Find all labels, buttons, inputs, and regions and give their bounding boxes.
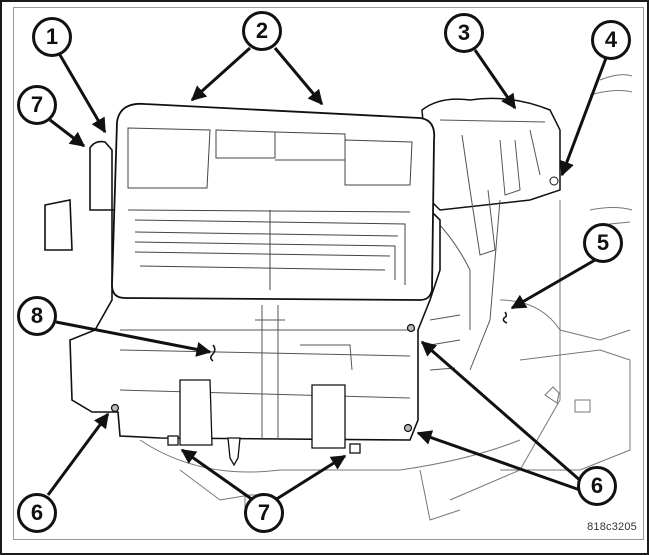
callout-label: 6 [590, 473, 604, 498]
dashboard-background-lines [139, 74, 633, 521]
callout-4: 4 [591, 20, 631, 60]
callout-2: 2 [242, 11, 282, 51]
callout-label: 8 [30, 303, 44, 328]
callout-label: 4 [604, 27, 618, 52]
callout-label: 3 [457, 20, 471, 45]
callout-3: 3 [444, 13, 484, 53]
callout-6-left: 6 [17, 493, 57, 533]
blower-housing-detail [434, 119, 559, 371]
callout-label: 5 [596, 230, 610, 255]
screws [110, 323, 416, 433]
wire-lead [209, 344, 216, 362]
callout-label: 7 [30, 92, 44, 117]
callout-label: 6 [30, 500, 44, 525]
callout-8: 8 [17, 296, 57, 336]
callout-7-bottom: 7 [244, 493, 284, 533]
housing-lower-detail [119, 305, 461, 440]
wire-lead-2 [502, 311, 508, 324]
callout-label: 7 [257, 500, 271, 525]
callout-arrows [46, 46, 608, 502]
air-outlet-duct [111, 102, 436, 301]
callout-label: 1 [45, 24, 59, 49]
mounting-brackets [167, 379, 361, 467]
callout-label: 2 [255, 18, 269, 43]
callout-1: 1 [32, 17, 72, 57]
blower-housing [421, 97, 561, 211]
callout-5: 5 [583, 223, 623, 263]
callout-6-right: 6 [577, 466, 617, 506]
callout-7-top: 7 [17, 85, 57, 125]
figure-id: 818c3205 [587, 521, 637, 533]
